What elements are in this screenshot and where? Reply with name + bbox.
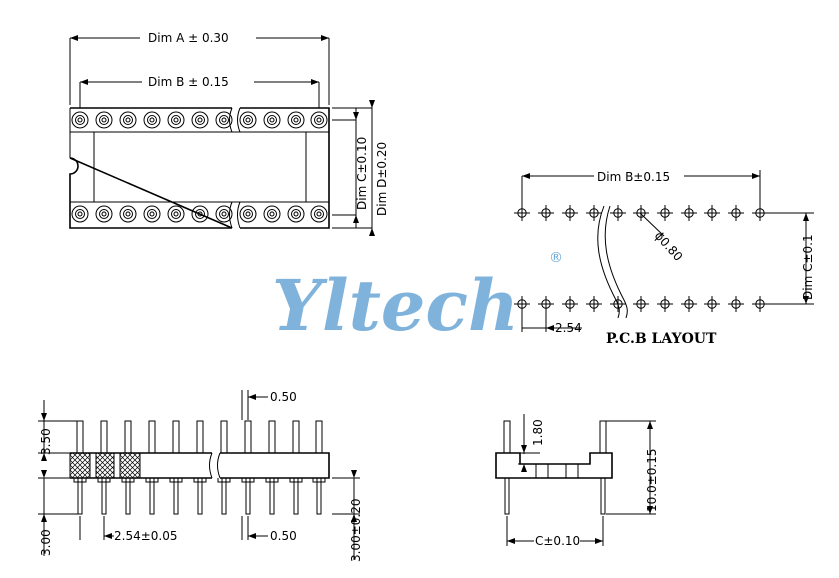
- socket-contact: [71, 111, 89, 129]
- pcb-hole: [657, 205, 673, 221]
- side-view: 3.50 3.00 0.50 2.54±0.05 0.50 3.00±0.20: [38, 390, 363, 562]
- end-dim-c-label: C±0.10: [535, 534, 580, 548]
- side-pin: [265, 420, 279, 515]
- pin-width-top-label: 0.50: [270, 390, 297, 404]
- pcb-hole: [752, 296, 768, 312]
- socket-contact: [143, 205, 161, 223]
- pin-width-bottom-label: 0.50: [270, 529, 297, 543]
- pcb-hole: [704, 296, 720, 312]
- pcb-hole: [610, 296, 626, 312]
- top-view-contacts: [71, 111, 328, 223]
- socket-contact: [191, 111, 209, 129]
- dim-d-label: Dim D±0.20: [375, 142, 389, 216]
- socket-contact: [95, 111, 113, 129]
- pcb-hole: [610, 205, 626, 221]
- pcb-hole: [657, 296, 673, 312]
- tail-length-label: 3.00±0.20: [349, 499, 363, 563]
- side-pin: [289, 420, 303, 515]
- pcb-hole: [538, 205, 554, 221]
- pcb-hole: [728, 296, 744, 312]
- socket-contact: [167, 111, 185, 129]
- pcb-dim-b-label: Dim B±0.15: [597, 170, 670, 184]
- pcb-hole: [562, 205, 578, 221]
- top-view: Dim A ± 0.30 Dim B ± 0.15 Dim C±0: [69, 31, 389, 236]
- hole-diameter-label: ɸ0.80: [652, 229, 686, 264]
- pcb-hole: [562, 296, 578, 312]
- socket-contact: [215, 111, 233, 129]
- pcb-hole: [514, 296, 530, 312]
- pcb-layout: Dim B±0.15 ɸ0.80 Dim C±0.1 2.54 P.C.B LA…: [514, 170, 815, 347]
- end-height-1-label: 1.80: [531, 419, 545, 446]
- socket-contact: [310, 205, 328, 223]
- socket-contact: [167, 205, 185, 223]
- side-pin: [241, 420, 255, 515]
- pcb-hole-pattern: [514, 205, 768, 312]
- pcb-hole: [586, 296, 602, 312]
- pcb-hole: [752, 205, 768, 221]
- socket-contact: [95, 205, 113, 223]
- socket-contact: [119, 205, 137, 223]
- dim-a-label: Dim A ± 0.30: [148, 31, 229, 45]
- pcb-hole: [586, 205, 602, 221]
- bottom-pin-length-label: 3.00: [39, 529, 53, 556]
- pcb-hole: [681, 205, 697, 221]
- side-pin: [145, 420, 159, 515]
- watermark-logo: Yltech: [272, 264, 519, 347]
- pcb-hole: [681, 296, 697, 312]
- pcb-hole: [633, 296, 649, 312]
- socket-contact: [287, 111, 305, 129]
- socket-contact: [239, 111, 257, 129]
- pcb-pitch-label: 2.54: [555, 321, 582, 335]
- dim-b-label: Dim B ± 0.15: [148, 75, 229, 89]
- top-pin-length-label: 3.50: [39, 428, 53, 455]
- socket-contact: [143, 111, 161, 129]
- socket-contact: [191, 205, 209, 223]
- pcb-layout-title: P.C.B LAYOUT: [606, 331, 717, 347]
- pcb-hole: [633, 205, 649, 221]
- side-pin: [193, 420, 207, 515]
- pcb-hole: [538, 296, 554, 312]
- pcb-dim-c-label: Dim C±0.1: [801, 234, 815, 300]
- socket-contact: [263, 111, 281, 129]
- pcb-hole: [728, 205, 744, 221]
- socket-contact: [71, 205, 89, 223]
- socket-contact: [263, 205, 281, 223]
- watermark: Yltech ®: [272, 250, 563, 347]
- pcb-hole: [514, 205, 530, 221]
- socket-contact: [119, 111, 137, 129]
- socket-contact: [215, 205, 233, 223]
- side-pin: [312, 420, 326, 515]
- side-pin: [169, 420, 183, 515]
- socket-contact: [287, 205, 305, 223]
- side-pin: [217, 420, 231, 515]
- end-total-height-label: 10.0±0.15: [645, 449, 659, 513]
- socket-contact: [239, 205, 257, 223]
- dim-c-label: Dim C±0.10: [355, 137, 369, 210]
- registered-mark: ®: [549, 250, 563, 266]
- socket-contact: [310, 111, 328, 129]
- end-view: 1.80 10.0±0.15 C±0.10: [495, 414, 659, 548]
- pcb-hole: [704, 205, 720, 221]
- side-pitch-label: 2.54±0.05: [114, 529, 178, 543]
